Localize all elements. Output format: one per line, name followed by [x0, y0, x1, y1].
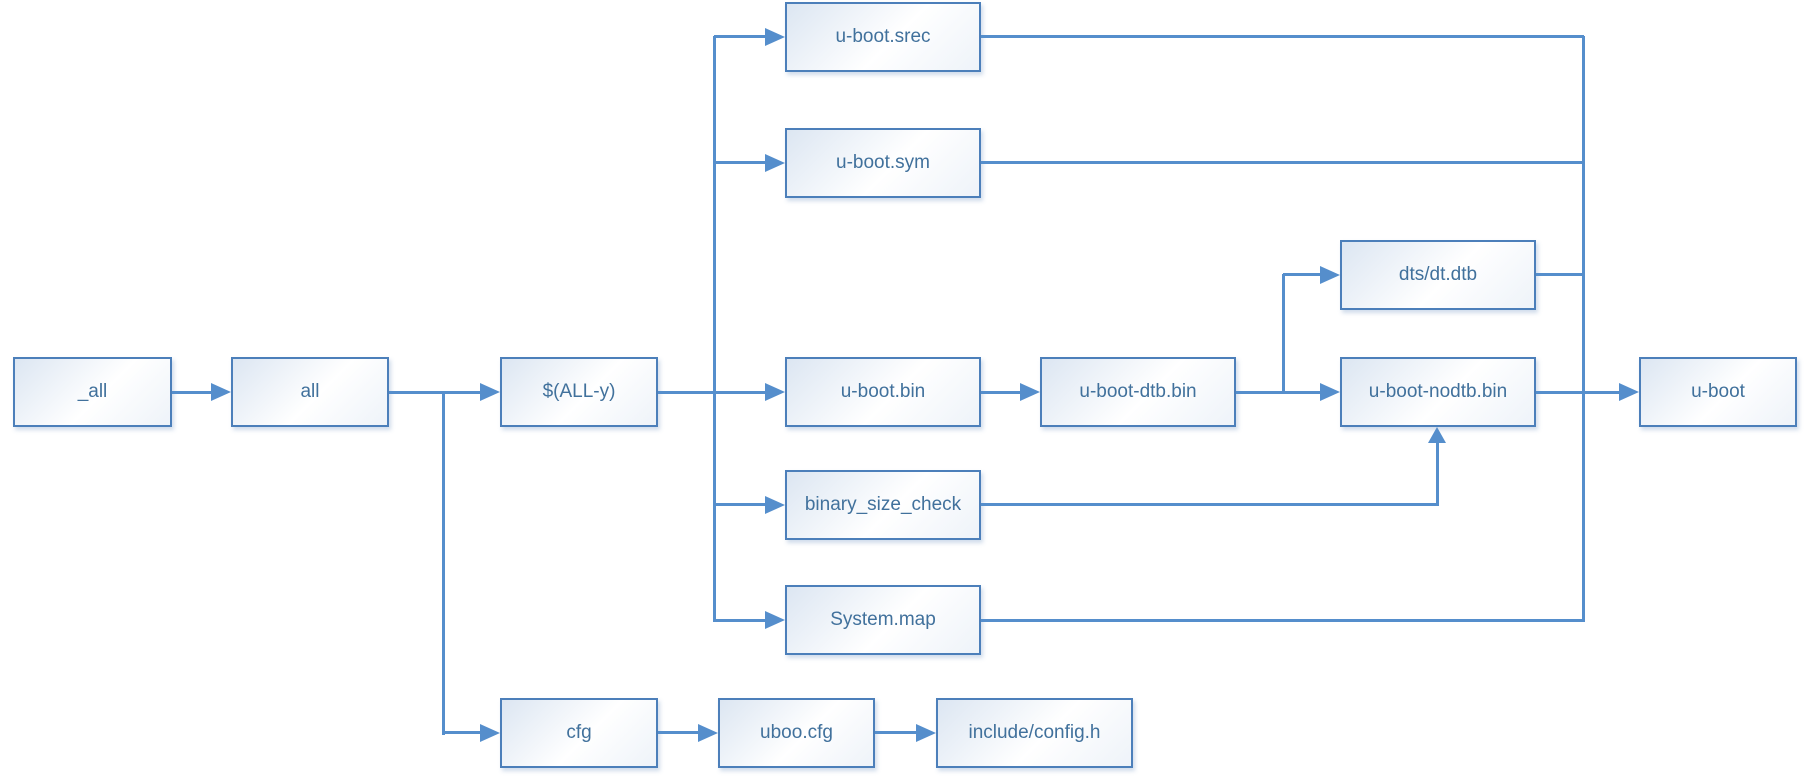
edge-all-to-cfg-arrowhead-icon	[480, 724, 500, 742]
node-all: all	[231, 357, 389, 427]
node-dts-dt-dtb: dts/dt.dtb	[1340, 240, 1536, 310]
edge-uboocfg-to-includeconfig-arrowhead-icon	[916, 724, 936, 742]
node-binary-size-check: binary_size_check	[785, 470, 981, 540]
node-u-boot-dtb-bin: u-boot-dtb.bin	[1040, 357, 1236, 427]
edge-ubootbin-to-dtbbin-arrowhead-icon	[1020, 383, 1040, 401]
edge-dtbbin-to-dts-vertical	[1282, 274, 1285, 394]
edge-cfg-to-uboocfg-line	[658, 731, 700, 734]
edge-all-to-ally-line	[389, 391, 482, 394]
node-u-boot-sym: u-boot.sym	[785, 128, 981, 198]
node-u-boot-bin: u-boot.bin	[785, 357, 981, 427]
edge-ally-to-sym-line	[714, 161, 767, 164]
node-_all: _all	[13, 357, 172, 427]
node-all-y: $(ALL-y)	[500, 357, 658, 427]
edge-sym-to-bus-line	[981, 161, 1584, 164]
node-u-boot: u-boot	[1639, 357, 1797, 427]
edge-ally-to-srec-line	[714, 35, 767, 38]
edge-sysmap-to-bus-line	[981, 619, 1584, 622]
edge-nodtb-to-uboot-arrowhead-icon	[1619, 383, 1639, 401]
edge-all-to-cfg-vertical	[442, 391, 445, 735]
node-uboo-cfg: uboo.cfg	[718, 698, 875, 768]
edge-ally-to-ubootbin-line	[658, 391, 767, 394]
edge-nodtb-to-uboot-line	[1536, 391, 1621, 394]
edge-dtbbin-to-dts-arrowhead-icon	[1320, 266, 1340, 284]
node-u-boot-nodtb-bin: u-boot-nodtb.bin	[1340, 357, 1536, 427]
branch-bus-vertical	[713, 36, 716, 622]
edge-ally-to-sysmap-arrowhead-icon	[765, 611, 785, 629]
edge-ally-to-ubootbin-arrowhead-icon	[765, 383, 785, 401]
edge-srec-to-bus-line	[981, 35, 1584, 38]
node-u-boot-srec: u-boot.srec	[785, 2, 981, 72]
edge-ally-to-bsc-arrowhead-icon	[765, 496, 785, 514]
edge-ally-to-sysmap-line	[714, 619, 767, 622]
edge-bsc-to-nodtb-arrowhead-icon	[1428, 427, 1446, 443]
node-include-config-h: include/config.h	[936, 698, 1133, 768]
edge-bsc-to-nodtb-line	[981, 503, 1439, 506]
node-system-map: System.map	[785, 585, 981, 655]
node-cfg: cfg	[500, 698, 658, 768]
edge-all-to-all-line	[172, 391, 213, 394]
edge-ally-to-srec-arrowhead-icon	[765, 28, 785, 46]
edge-cfg-to-uboocfg-arrowhead-icon	[698, 724, 718, 742]
right-bus-vertical	[1582, 36, 1585, 622]
edge-dtbbin-to-nodtb-line	[1236, 391, 1322, 394]
edge-dts-to-bus-line	[1536, 273, 1584, 276]
edge-dtbbin-to-dts-line	[1283, 273, 1322, 276]
edge-all-to-all-arrowhead-icon	[211, 383, 231, 401]
edge-dtbbin-to-nodtb-arrowhead-icon	[1320, 383, 1340, 401]
edge-bsc-to-nodtb-vertical	[1436, 441, 1439, 506]
edge-all-to-ally-arrowhead-icon	[480, 383, 500, 401]
edge-ubootbin-to-dtbbin-line	[981, 391, 1022, 394]
edge-ally-to-bsc-line	[714, 503, 767, 506]
edge-uboocfg-to-includeconfig-line	[875, 731, 918, 734]
edge-all-to-cfg-line	[443, 731, 482, 734]
edge-ally-to-sym-arrowhead-icon	[765, 154, 785, 172]
